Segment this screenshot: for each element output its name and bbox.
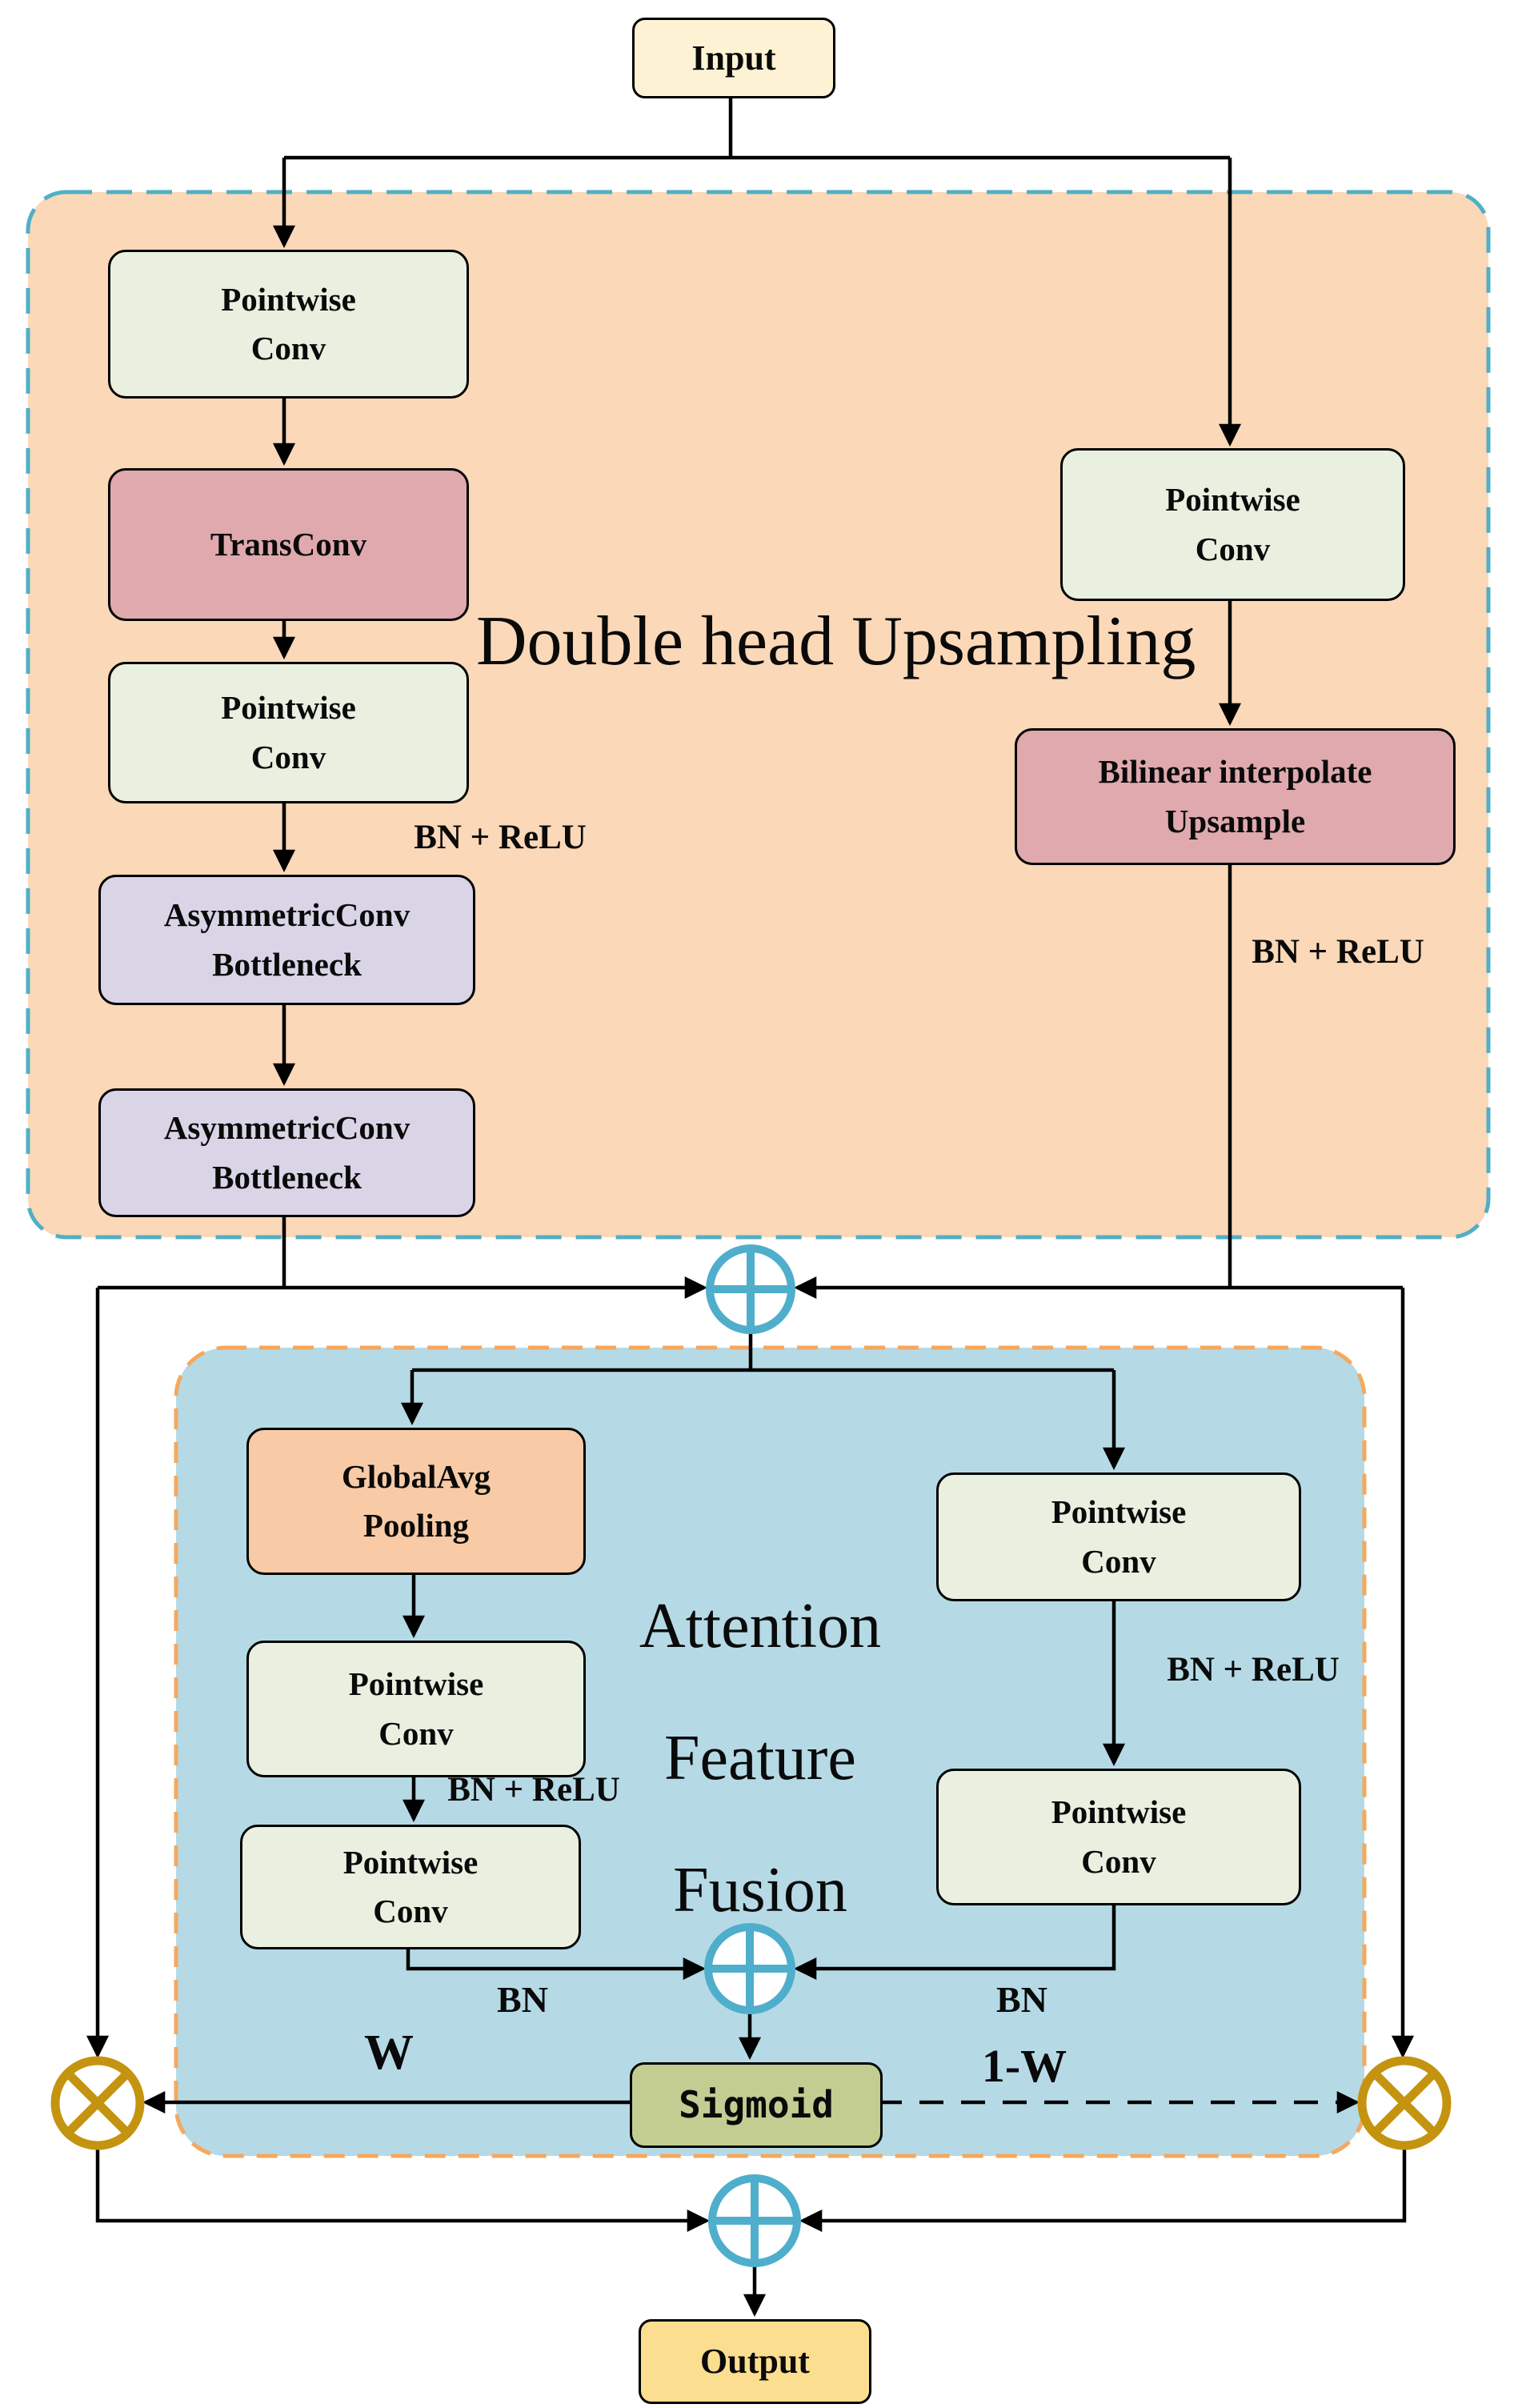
node-label: Bilinear interpolate <box>1098 753 1372 790</box>
node-label: Pointwise <box>1051 1793 1187 1830</box>
pointwise-conv-left-1-node: Pointwise Conv <box>108 250 469 399</box>
node-label: Conv <box>250 738 326 775</box>
global-avg-pooling-node: GlobalAvg Pooling <box>246 1428 586 1575</box>
node-label: Bottleneck <box>212 945 362 983</box>
pointwise-conv-left-2-node: Pointwise Conv <box>108 662 469 803</box>
add-operator-icon-3 <box>708 2174 801 2267</box>
input-node: Input <box>632 18 835 98</box>
node-label: TransConv <box>210 525 367 563</box>
bn-relu-label-fusion-right: BN + ReLU <box>1167 1651 1340 1689</box>
add-operator-icon-2 <box>704 1923 795 2014</box>
asymmetric-conv-bottleneck-1-node: AsymmetricConv Bottleneck <box>98 875 475 1005</box>
attention-feature-fusion-title: Attention Feature Fusion <box>560 1561 960 1957</box>
node-label: Pointwise <box>221 280 356 318</box>
node-label: Conv <box>1081 1842 1156 1880</box>
node-label: Conv <box>378 1714 454 1752</box>
node-label: AsymmetricConv <box>163 1109 411 1146</box>
double-head-upsampling-title: Double head Upsampling <box>476 570 1196 714</box>
node-label: Bottleneck <box>212 1158 362 1196</box>
node-label: Pointwise <box>1051 1493 1187 1530</box>
pointwise-conv-fusion-right-1-node: Pointwise Conv <box>936 1472 1301 1601</box>
weight-label: W <box>364 2025 414 2080</box>
bilinear-interpolate-upsample-node: Bilinear interpolate Upsample <box>1015 728 1456 865</box>
node-label: Pointwise <box>342 1843 479 1881</box>
node-label: Upsample <box>1164 802 1306 839</box>
sigmoid-node: Sigmoid <box>630 2062 883 2148</box>
node-label: Pointwise <box>221 689 356 726</box>
node-label: Conv <box>1081 1542 1156 1580</box>
node-label: Conv <box>373 1893 448 1929</box>
output-label: Output <box>700 2342 810 2381</box>
bn-relu-label-upsample-left: BN + ReLU <box>414 819 587 856</box>
multiply-operator-icon-right <box>1357 2056 1452 2150</box>
node-label: Conv <box>250 330 326 367</box>
node-label: Pointwise <box>348 1665 484 1702</box>
pointwise-conv-right-node: Pointwise Conv <box>1060 448 1405 601</box>
node-label: Sigmoid <box>679 2083 834 2126</box>
connector-lines <box>86 94 1415 2318</box>
node-label: Conv <box>1195 530 1271 567</box>
title-line: Feature <box>664 1723 856 1793</box>
pointwise-conv-fusion-right-2-node: Pointwise Conv <box>936 1769 1301 1905</box>
bn-relu-label-fusion-left: BN + ReLU <box>447 1771 620 1809</box>
add-operator-icon-1 <box>706 1244 795 1334</box>
input-label: Input <box>691 38 776 78</box>
node-label: GlobalAvg <box>341 1457 491 1495</box>
title-line: Upsampling <box>851 603 1196 680</box>
node-label: Pointwise <box>1165 481 1300 518</box>
node-label: AsymmetricConv <box>163 896 411 933</box>
title-line: Attention <box>639 1591 882 1661</box>
output-node: Output <box>639 2319 871 2404</box>
title-line: Fusion <box>673 1855 847 1925</box>
multiply-operator-icon-left <box>50 2056 145 2150</box>
bn-label-right: BN <box>996 1979 1047 2020</box>
one-minus-weight-label: 1-W <box>981 2040 1067 2092</box>
pointwise-conv-fusion-left-2-node: Pointwise Conv <box>240 1825 581 1949</box>
pointwise-conv-fusion-left-1-node: Pointwise Conv <box>246 1641 586 1777</box>
transconv-node: TransConv <box>108 468 469 621</box>
asymmetric-conv-bottleneck-2-node: AsymmetricConv Bottleneck <box>98 1088 475 1217</box>
title-line: Double head <box>476 603 835 680</box>
bn-label-left: BN <box>497 1979 548 2020</box>
node-label: Pooling <box>362 1507 470 1544</box>
bn-relu-label-upsample-right: BN + ReLU <box>1252 933 1424 971</box>
